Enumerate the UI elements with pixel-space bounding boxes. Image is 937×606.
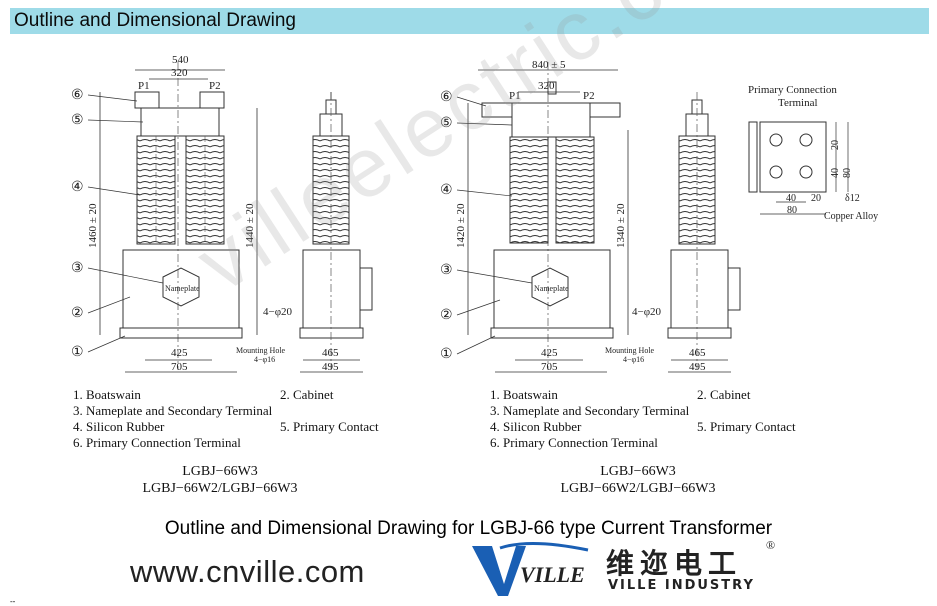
legend-item: 4. Silicon Rubber [490, 419, 582, 434]
dim-total-width-r: 840 ± 5 [532, 59, 566, 71]
logo-english-name: VILLE INDUSTRY [608, 578, 755, 593]
terminal-p2: P2 [209, 80, 221, 92]
dim-terminal-spacing-r: 320 [538, 80, 555, 92]
dim-height-total-r: 1420 ± 20 [455, 203, 467, 248]
detail-title-2: Terminal [778, 97, 818, 109]
callout-4: ④ [71, 180, 84, 195]
dim-side-outer: 495 [322, 361, 339, 373]
mounting-hole-size-r: 4−φ16 [623, 355, 644, 364]
dim-bolt-r: 4−φ20 [632, 306, 662, 318]
company-logo: VILLE 维迩电工 VILLE INDUSTRY ® [470, 538, 790, 600]
dim-base-outer-r: 705 [541, 361, 558, 373]
nameplate-label-r: Nameplate [534, 284, 569, 293]
registered-mark: ® [766, 538, 776, 552]
callout-3: ③ [71, 261, 84, 276]
right-front-view: 840 ± 5 320 P1 P2 Nameplate 1420 ± 20 13… [440, 59, 629, 373]
callout-1: ① [71, 345, 84, 360]
legend-item: 6. Primary Connection Terminal [490, 435, 658, 450]
dim-side-inner-r: 465 [689, 347, 706, 359]
website-url: www.cnville.com [130, 554, 365, 589]
callout-1-r: ① [440, 347, 453, 362]
callout-2: ② [71, 306, 84, 321]
detail-dim-20-h: 20 [811, 193, 821, 204]
mounting-hole-label-r: Mounting Hole [605, 346, 655, 355]
legend-item: 2. Cabinet [280, 387, 334, 402]
callout-3-r: ③ [440, 263, 453, 278]
dim-bolt: 4−φ20 [263, 306, 293, 318]
detail-material: Copper Alloy [824, 211, 878, 222]
connection-terminal-detail: Primary Connection Terminal 20 40 80 40 … [748, 84, 878, 222]
dim-height-inner-r: 1340 ± 20 [615, 203, 627, 248]
header-banner: Outline and Dimensional Drawing [10, 8, 929, 34]
legend-item: 4. Silicon Rubber [73, 419, 165, 434]
callout-6: ⑥ [71, 88, 84, 103]
dim-base-inner-r: 425 [541, 347, 558, 359]
model-name: LGBJ−66W2/LGBJ−66W3 [142, 481, 298, 496]
dim-height-inner: 1440 ± 20 [244, 203, 256, 248]
legend-left-col1: 1. Boatswain 3. Nameplate and Secondary … [73, 387, 273, 451]
dim-height-total: 1460 ± 20 [87, 203, 99, 248]
detail-dim-40-h: 40 [786, 193, 796, 204]
legend-item: 1. Boatswain [490, 387, 558, 402]
model-name: LGBJ−66W3 [182, 464, 258, 479]
callout-4-r: ④ [440, 183, 453, 198]
page-title: Outline and Dimensional Drawing [14, 10, 296, 31]
terminal-p1: P1 [138, 80, 150, 92]
models-left: LGBJ−66W3 LGBJ−66W2/LGBJ−66W3 [130, 463, 310, 497]
models-right: LGBJ−66W3 LGBJ−66W2/LGBJ−66W3 [548, 463, 728, 497]
mounting-hole-size: 4−φ16 [254, 355, 275, 364]
legend-item: 3. Nameplate and Secondary Terminal [490, 403, 690, 418]
ville-logo-icon: VILLE [472, 542, 589, 596]
dim-base-inner: 425 [171, 347, 188, 359]
left-side-view: 4−φ20 Mounting Hole 4−φ16 465 495 [236, 92, 373, 373]
detail-thickness: δ12 [845, 193, 860, 204]
detail-title-1: Primary Connection [748, 84, 837, 96]
corner-mark: -- [10, 597, 16, 606]
legend-right-col1: 1. Boatswain 3. Nameplate and Secondary … [490, 387, 689, 451]
legend-item: 2. Cabinet [697, 387, 751, 402]
detail-dim-20-top: 20 [830, 140, 841, 150]
callout-5: ⑤ [71, 113, 84, 128]
legend-item: 3. Nameplate and Secondary Terminal [73, 403, 273, 418]
model-name: LGBJ−66W3 [600, 464, 676, 479]
callout-2-r: ② [440, 308, 453, 323]
dim-base-outer: 705 [171, 361, 188, 373]
legend-item: 6. Primary Connection Terminal [73, 435, 241, 450]
left-front-view: 540 320 P1 P2 Nameplate 1460 ± 20 1440 ±… [71, 54, 258, 373]
terminal-p1-r: P1 [509, 90, 521, 102]
terminal-p2-r: P2 [583, 90, 595, 102]
legend-item: 5. Primary Contact [280, 419, 379, 434]
logo-mark-text: VILLE [520, 562, 585, 587]
detail-dim-80-v: 80 [842, 168, 853, 178]
legend-item: 1. Boatswain [73, 387, 141, 402]
callout-5-r: ⑤ [440, 116, 453, 131]
legend-item: 5. Primary Contact [697, 419, 796, 434]
mounting-hole-label: Mounting Hole [236, 346, 286, 355]
dim-total-width: 540 [172, 54, 189, 66]
legend-left-col2: 2. Cabinet 5. Primary Contact [280, 387, 379, 435]
detail-dim-40: 40 [830, 168, 841, 178]
figure-caption: Outline and Dimensional Drawing for LGBJ… [164, 518, 773, 539]
nameplate-label: Nameplate [165, 284, 200, 293]
model-name: LGBJ−66W2/LGBJ−66W3 [560, 481, 716, 496]
logo-chinese-name: 维迩电工 [606, 547, 743, 580]
legend-right-col2: 2. Cabinet 5. Primary Contact [697, 387, 796, 435]
callout-6-r: ⑥ [440, 90, 453, 105]
dim-side-inner: 465 [322, 347, 339, 359]
dim-terminal-spacing: 320 [171, 67, 188, 79]
right-side-view: 4−φ20 Mounting Hole 4−φ16 465 495 [605, 92, 741, 373]
detail-dim-80-h: 80 [787, 205, 797, 216]
dim-side-outer-r: 495 [689, 361, 706, 373]
